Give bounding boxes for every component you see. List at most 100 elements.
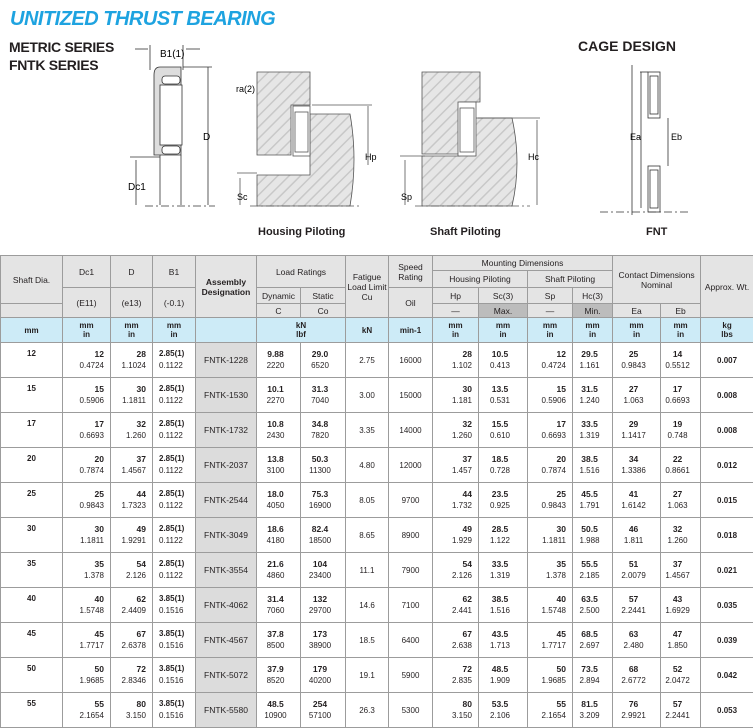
cell-ea-mm: 46 (613, 523, 654, 535)
cell-d-mm: 44 (111, 488, 146, 500)
cell-hc-mm: 50.5 (573, 523, 606, 535)
col-hc: Hc(3) (573, 288, 613, 304)
cell-hc-mm: 68.5 (573, 628, 606, 640)
cell-ea-in: 2.0079 (613, 570, 654, 582)
cell-hp-mm: 44 (433, 488, 472, 500)
cell-hp-mm: 72 (433, 663, 472, 675)
cell-hc-mm: 63.5 (573, 593, 606, 605)
cell-shaft: 12 (1, 343, 63, 378)
cell-speed: 9700 (389, 483, 433, 518)
cell-hc-in: 1.516 (573, 465, 606, 477)
cell-wt: 0.015 (701, 483, 753, 518)
unit-d: mm in (111, 318, 153, 343)
cell-hp-mm: 28 (433, 348, 472, 360)
bearing-diagrams: B1(1) D Dc1 ra(2) Hp Sc Hc Sp Ea Eb (0, 0, 753, 250)
col-load-ratings: Load Ratings (257, 256, 346, 288)
label-hp: Hp (365, 152, 377, 162)
col-shaft-blank (1, 304, 63, 318)
cell-c-mm: 13.8 (257, 453, 294, 465)
cell-b1-in: 0.1122 (159, 465, 195, 477)
cell-b1: 2.85(1)0.1122 (153, 378, 196, 413)
cell-ea-in: 2.9921 (613, 710, 654, 722)
cell-c-in: 4050 (257, 500, 294, 512)
col-shaft: Shaft Dia. (1, 256, 63, 304)
cell-eb-in: 1.260 (661, 535, 694, 547)
label-hc: Hc (528, 152, 539, 162)
cell-hp-in: 1.260 (433, 430, 472, 442)
cell-asm: FNTK-5072 (196, 658, 257, 693)
cell-co-in: 7040 (301, 395, 339, 407)
cell-sc-mm: 10.5 (479, 348, 521, 360)
cell-hc-in: 1.319 (573, 430, 606, 442)
cell-sp-mm: 25 (528, 488, 566, 500)
cell-sc-in: 1.319 (479, 570, 521, 582)
col-weight: Approx. Wt. (701, 256, 753, 318)
cell-b1: 3.85(1)0.1516 (153, 623, 196, 658)
cell-b1-mm: 2.85(1) (159, 418, 195, 430)
cell-dc1-mm: 35 (63, 558, 104, 570)
housing-piloting-caption: Housing Piloting (258, 226, 345, 238)
cell-d-in: 2.4409 (111, 605, 146, 617)
cell-dc1-mm: 20 (63, 453, 104, 465)
unit-sc: mm in (479, 318, 528, 343)
cell-b1: 2.85(1)0.1122 (153, 413, 196, 448)
cell-ea-in: 0.9843 (613, 360, 654, 372)
cell-b1: 2.85(1)0.1122 (153, 483, 196, 518)
label-ea: Ea (630, 132, 641, 142)
cell-d-mm: 67 (111, 628, 146, 640)
cell-cu: 4.80 (346, 448, 389, 483)
cell-c-mm: 18.6 (257, 523, 294, 535)
cell-wt: 0.008 (701, 378, 753, 413)
col-shaft-piloting: Shaft Piloting (528, 271, 613, 288)
cell-co-mm: 31.3 (301, 383, 339, 395)
unit-load: kN lbf (257, 318, 346, 343)
unit-b1: mm in (153, 318, 196, 343)
cell-d-mm: 30 (111, 383, 146, 395)
cell-co-mm: 50.3 (301, 453, 339, 465)
cell-co-in: 38900 (301, 640, 339, 652)
cell-dc1-mm: 30 (63, 523, 104, 535)
cell-eb-mm: 43 (661, 593, 694, 605)
tol-dc1: (E11) (63, 288, 111, 318)
cell-wt: 0.007 (701, 343, 753, 378)
cell-ea-mm: 27 (613, 383, 654, 395)
cell-asm: FNTK-1732 (196, 413, 257, 448)
cell-eb-in: 1.4567 (661, 570, 694, 582)
cell-sc-mm: 13.5 (479, 383, 521, 395)
cell-c-in: 2270 (257, 395, 294, 407)
cell-ea-mm: 57 (613, 593, 654, 605)
cell-asm: FNTK-1228 (196, 343, 257, 378)
cell-ea-in: 2.6772 (613, 675, 654, 687)
cell-sp-mm: 50 (528, 663, 566, 675)
cell-hp-mm: 67 (433, 628, 472, 640)
cell-d-in: 1.9291 (111, 535, 146, 547)
